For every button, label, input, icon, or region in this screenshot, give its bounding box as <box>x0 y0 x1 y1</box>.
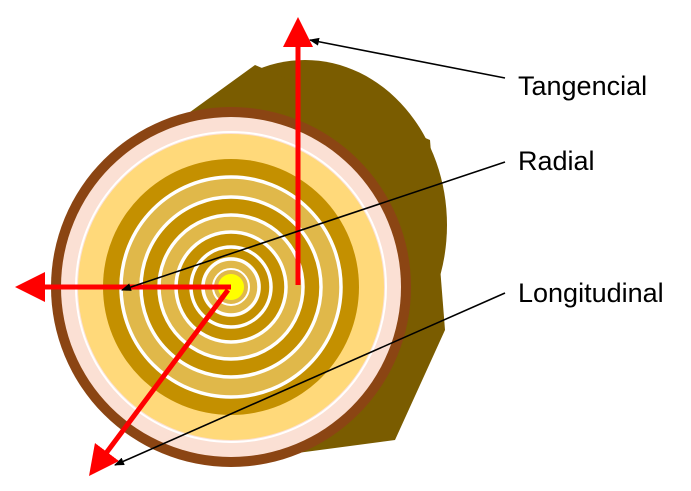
longitudinal-arrow <box>89 288 231 477</box>
tangencial-pointer <box>309 37 506 79</box>
radial-pointer <box>121 161 506 291</box>
radial-label: Radial <box>518 146 595 176</box>
longitudinal-pointer <box>114 292 506 466</box>
pointer-lines <box>114 37 506 466</box>
longitudinal-label: Longitudinal <box>518 278 664 308</box>
tangencial-label: Tangencial <box>518 71 648 101</box>
